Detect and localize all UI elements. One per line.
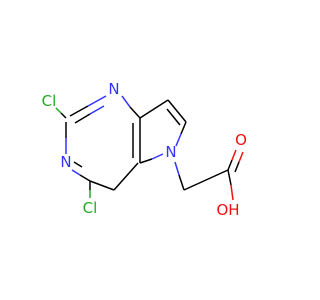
bond-ch2-cooh: [183, 169, 229, 191]
bond-c7-c6: [167, 99, 187, 123]
atom-o-carbonyl: O: [235, 131, 247, 149]
bond-c2-n1-double: [74, 113, 91, 124]
bond-c6-n5-carbon-half: [180, 121, 187, 135]
bond-n3-c4-carbon-half: [79, 174, 91, 182]
bond-c4a-c4-up: [113, 162, 139, 191]
bond-c-o-carbonyl-oxygen-half: [231, 149, 237, 161]
bond-n5-c4a-carbon-half: [139, 158, 153, 164]
bond-n1-c7a-carbon-half: [129, 106, 141, 119]
atom-o-hydroxyl: OH: [216, 201, 239, 219]
atom-n-left: N: [60, 153, 71, 171]
bond-c2-n1-nitrogen-half: [87, 95, 107, 107]
bond-c7a-c7: [139, 99, 169, 119]
atom-n-top: N: [108, 80, 119, 98]
bond-n3-c4-nitrogen-half: [71, 169, 81, 176]
bond-n5-ch2-nitrogen-half: [174, 161, 180, 176]
bond-n5-ch2-carbon-half: [178, 174, 185, 191]
atom-cl-top: Cl: [42, 92, 57, 110]
bond-c-o-carbonyl-carbon-half: [227, 159, 233, 171]
bond-c6-n5-nitrogen-half: [175, 133, 182, 147]
bond-c-oh-carbon-half: [227, 169, 232, 186]
bond-n5-c4a-nitrogen-half: [151, 153, 164, 160]
bond-c2-cl-carbon-half: [60, 112, 67, 119]
bond-c-oh-oxygen-half: [230, 184, 234, 201]
bond-c2-n1-double-n: [89, 105, 105, 115]
bond-n1-c7a-nitrogen-half: [121, 95, 131, 108]
bond-c-o-carbonyl-double-carbon: [234, 161, 240, 173]
atom-cl-bottom: Cl: [83, 199, 98, 217]
bond-c7-c6-double: [166, 108, 181, 126]
molecule-structure: Cl N N Cl N O OH: [42, 80, 247, 219]
bond-c2-n1-carbon-half: [69, 105, 89, 117]
bond-c2-cl-chlorine-half: [55, 107, 62, 114]
atom-n-pyrrole: N: [165, 143, 176, 161]
bond-c4-c4a: [89, 180, 115, 191]
bond-c-o-carbonyl-double-oxygen: [238, 151, 244, 163]
bond-n3-c4-double: [73, 161, 83, 168]
